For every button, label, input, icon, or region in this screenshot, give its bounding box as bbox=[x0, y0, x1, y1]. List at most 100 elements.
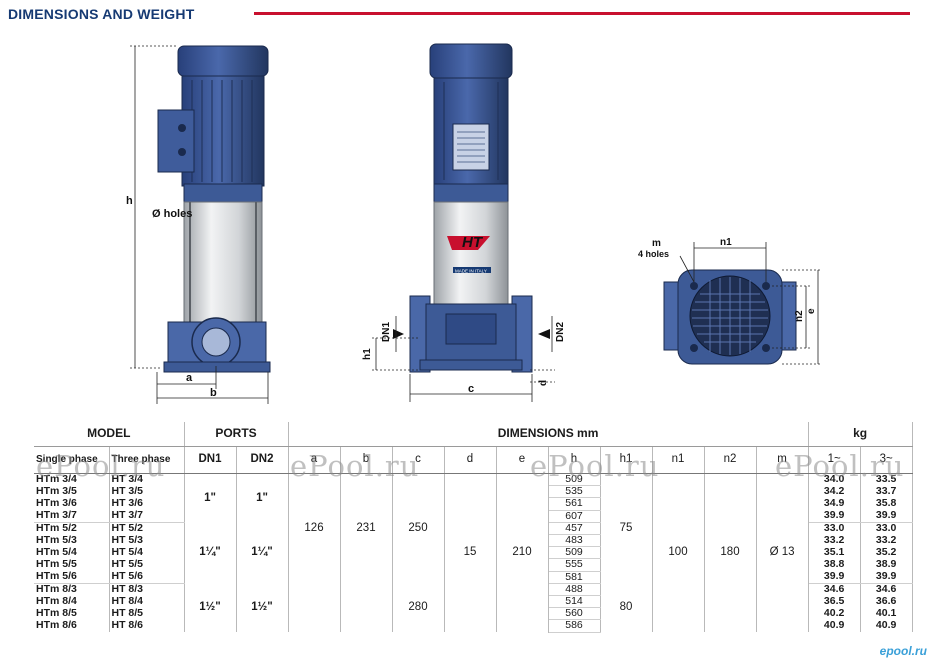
dim-label-b: b bbox=[210, 387, 217, 399]
h-cell: 535 bbox=[548, 486, 601, 499]
pump-drawings: h Ø holes a b HT MADE IN ITALY bbox=[126, 43, 822, 404]
n1-cell: 100 bbox=[652, 473, 705, 633]
table-row: HTm 3/5 HT 3/5 535 34.2 33.7 bbox=[34, 486, 913, 499]
weight-3ph: 36.6 bbox=[860, 595, 913, 608]
a-cell-empty bbox=[288, 583, 341, 633]
n2-cell: 180 bbox=[704, 473, 757, 633]
d-cell: 15 bbox=[444, 473, 497, 633]
weight-1ph: 33.2 bbox=[808, 534, 861, 547]
h-cell: 586 bbox=[548, 620, 601, 633]
dim-label-dn1: DN1 bbox=[381, 322, 392, 342]
table-row: HTm 3/7 HT 3/7 607 39.9 39.9 bbox=[34, 510, 913, 523]
h-cell: 514 bbox=[548, 595, 601, 609]
col-3ph-header: 3~ bbox=[860, 446, 913, 474]
table-row: HTm 5/4 HT 5/4 509 35.1 35.2 bbox=[34, 547, 913, 560]
dn2-cell: 1" bbox=[236, 473, 289, 523]
col-d-header: d bbox=[444, 446, 497, 474]
dn1-cell: 1¼" bbox=[184, 522, 237, 584]
col-e-header: e bbox=[496, 446, 549, 474]
b-cell: 231 bbox=[340, 473, 393, 584]
c-cell: 250 bbox=[392, 473, 445, 584]
dim-label-h: h bbox=[126, 195, 133, 207]
model-three: HT 3/4 bbox=[109, 473, 185, 486]
dim-label-m: m bbox=[652, 238, 661, 249]
weight-3ph: 40.1 bbox=[860, 608, 913, 620]
weight-3ph: 40.9 bbox=[860, 620, 913, 633]
model-three: HT 5/5 bbox=[109, 559, 185, 572]
weight-3ph: 35.8 bbox=[860, 498, 913, 511]
c-cell: 280 bbox=[392, 583, 445, 633]
col-b-header: b bbox=[340, 446, 393, 474]
weight-1ph: 34.0 bbox=[808, 473, 861, 486]
model-three: HT 5/4 bbox=[109, 547, 185, 559]
table-row: HTm 8/3 HT 8/3 1½" 1½" 280 488 80 34.6 3… bbox=[34, 583, 913, 633]
model-three: HT 5/6 bbox=[109, 571, 185, 584]
h1-cell: 75 bbox=[600, 473, 653, 584]
weight-1ph: 35.1 bbox=[808, 547, 861, 559]
col-n1-header: n1 bbox=[652, 446, 705, 474]
dimensions-table: MODEL PORTS DIMENSIONS mm kg Single phas… bbox=[34, 422, 913, 633]
weight-1ph: 34.6 bbox=[808, 583, 861, 596]
kg-header: kg bbox=[808, 422, 913, 447]
weight-1ph: 40.2 bbox=[808, 608, 861, 620]
b-cell-empty bbox=[340, 583, 393, 633]
model-single: HTm 3/5 bbox=[34, 486, 110, 498]
dn1-cell: 1½" bbox=[184, 583, 237, 633]
model-three: HT 3/7 bbox=[109, 510, 185, 523]
weight-1ph: 38.8 bbox=[808, 559, 861, 572]
table-row: HTm 5/6 HT 5/6 581 39.9 39.9 bbox=[34, 571, 913, 584]
site-mark: epool.ru bbox=[879, 644, 927, 658]
weight-1ph: 36.5 bbox=[808, 595, 861, 608]
col-a-header: a bbox=[288, 446, 341, 474]
weight-3ph: 39.9 bbox=[860, 510, 913, 523]
model-three: HT 3/6 bbox=[109, 498, 185, 511]
dim-label-e: e bbox=[806, 308, 817, 314]
col-h1-header: h1 bbox=[600, 446, 653, 474]
col-n2-header: n2 bbox=[704, 446, 757, 474]
dn2-header: DN2 bbox=[236, 446, 289, 474]
h-cell: 509 bbox=[548, 473, 601, 487]
model-single: HTm 3/6 bbox=[34, 498, 110, 511]
model-three: HT 8/4 bbox=[109, 595, 185, 608]
m-cell: Ø 13 bbox=[756, 473, 809, 633]
model-single: HTm 5/2 bbox=[34, 522, 110, 535]
pump-top-view: m 4 holes n1 n2 e bbox=[638, 237, 822, 365]
model-three: HT 8/5 bbox=[109, 608, 185, 620]
model-single: HTm 8/4 bbox=[34, 595, 110, 608]
weight-3ph: 33.5 bbox=[860, 473, 913, 486]
table-row: HTm 3/6 HT 3/6 561 34.9 35.8 bbox=[34, 498, 913, 511]
dn2-cell: 1½" bbox=[236, 583, 289, 633]
watermark: ePool.ru bbox=[290, 449, 420, 483]
model-single: HTm 8/6 bbox=[34, 620, 110, 633]
table-row: HTm 5/5 HT 5/5 555 38.8 38.9 bbox=[34, 559, 913, 572]
weight-1ph: 34.9 bbox=[808, 498, 861, 511]
table-row: HTm 8/5 HT 8/5 560 40.2 40.1 bbox=[34, 608, 913, 621]
dim-label-n2: n2 bbox=[794, 310, 805, 322]
dn1-header: DN1 bbox=[184, 446, 237, 474]
dim-label-dn2: DN2 bbox=[555, 322, 566, 342]
weight-1ph: 34.2 bbox=[808, 486, 861, 498]
model-three: HT 8/3 bbox=[109, 583, 185, 596]
weight-1ph: 40.9 bbox=[808, 620, 861, 633]
model-single: HTm 3/4 bbox=[34, 473, 110, 486]
made-in-label: MADE IN ITALY bbox=[455, 269, 487, 274]
single-phase-header: Single phase bbox=[34, 446, 110, 474]
model-single: HTm 5/6 bbox=[34, 571, 110, 584]
col-h-header: h bbox=[548, 446, 601, 474]
model-single: HTm 5/4 bbox=[34, 547, 110, 559]
dim-label-a: a bbox=[186, 372, 193, 384]
weight-1ph: 33.0 bbox=[808, 522, 861, 535]
dim-label-n1: n1 bbox=[720, 237, 732, 248]
model-three: HT 8/6 bbox=[109, 620, 185, 633]
dn2-cell: 1¼" bbox=[236, 522, 289, 584]
table-row: HTm 8/4 HT 8/4 514 36.5 36.6 bbox=[34, 595, 913, 609]
h-cell: 555 bbox=[548, 559, 601, 572]
col-m-header: m bbox=[756, 446, 809, 474]
model-single: HTm 3/7 bbox=[34, 510, 110, 523]
a-cell: 126 bbox=[288, 473, 341, 584]
dim-label-h1: h1 bbox=[362, 348, 373, 360]
weight-1ph: 39.9 bbox=[808, 571, 861, 584]
h1-cell: 80 bbox=[600, 583, 653, 633]
h-cell: 488 bbox=[548, 583, 601, 597]
table-row: HTm 5/3 HT 5/3 483 33.2 33.2 bbox=[34, 534, 913, 548]
